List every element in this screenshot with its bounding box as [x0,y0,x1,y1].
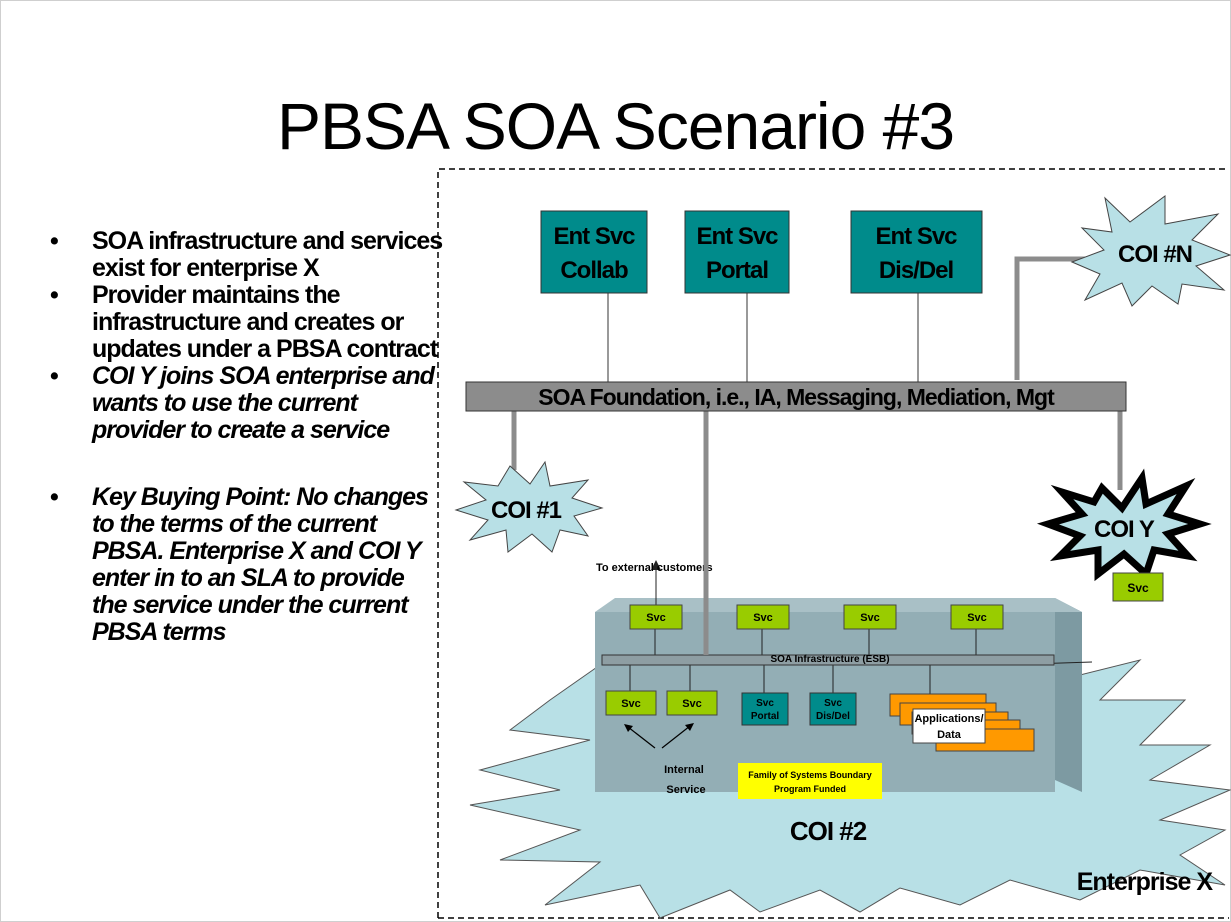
applications-stack: Applications/ Data [889,693,1035,752]
cube-top-services: Svc Svc Svc Svc [629,604,1004,630]
svc-label: Svc [682,698,702,710]
svc-box [843,604,897,630]
svc-portal-line1: Svc [756,698,774,709]
bullet-4: Key Buying Point: No changes to the term… [44,484,444,646]
bullet-2: Provider maintains the infrastructure an… [44,282,444,363]
svc-label: Svc [646,612,666,624]
cube-lower-services: Svc Svc Svc Portal Svc Dis/Del [605,690,857,726]
svc-label: Svc [753,612,773,624]
ent-svc-collab [540,210,648,294]
cube-side [1055,598,1082,792]
enterprise-label: Enterprise X [1077,868,1214,896]
soa-foundation-bar [465,381,1127,412]
esb-label: SOA Infrastructure (ESB) [770,654,889,665]
internal-service-arrows [627,725,691,749]
svc-label: Svc [967,612,987,624]
ent-svc-collab-line1: Ent Svc [553,223,635,250]
svc-box [950,604,1004,630]
slide-title: PBSA SOA Scenario #3 [276,89,955,163]
ent-svc-portal-line1: Ent Svc [696,223,778,250]
coi-y-svc-label: Svc [1127,581,1149,595]
ent-services: Ent Svc Collab Ent Svc Portal Ent Svc Di… [540,210,983,294]
svc-disdel-line1: Svc [824,698,842,709]
coi-2-label: COI #2 [790,816,867,846]
internal-line2: Service [666,784,705,796]
apps-line2: Data [937,729,962,741]
fos-box [738,763,882,799]
svc-box [629,604,683,630]
ent-svc-disdel [850,210,983,294]
internal-svc-box [605,690,657,716]
external-arrowhead [651,560,661,570]
ent-svc-collab-line2: Collab [560,257,628,284]
internal-line1: Internal [664,764,704,776]
ent-svc-portal [684,210,790,294]
arrowhead [624,724,633,732]
apps-line1: Applications/ [914,713,983,725]
coi-y-label: COI Y [1094,516,1155,543]
svc-label: Svc [860,612,880,624]
svc-portal-box [741,692,789,726]
bullet-3: COI Y joins SOA enterprise and wants to … [44,363,444,444]
ent-svc-disdel-line2: Dis/Del [879,257,953,284]
bullet-1: SOA infrastructure and services exist fo… [44,228,444,282]
bullet-list: SOA infrastructure and services exist fo… [44,228,444,646]
gray-pipes [511,256,1123,655]
internal-svc-box [666,690,718,716]
coi-n-burst [1070,195,1231,307]
svc-box [736,604,790,630]
esb-bar [601,654,1055,666]
svc-disdel-box [809,692,857,726]
arrowhead [685,723,694,731]
ent-svc-connectors [607,293,919,382]
ent-svc-portal-line2: Portal [706,257,768,284]
svc-portal-line2: Portal [751,711,780,722]
svc-disdel-line2: Dis/Del [816,711,850,722]
ent-svc-disdel-line1: Ent Svc [875,223,957,250]
svc-label: Svc [621,698,641,710]
soa-foundation-label: SOA Foundation, i.e., IA, Messaging, Med… [538,384,1055,410]
coi-1-label: COI #1 [491,497,562,524]
coi-1-burst [454,460,604,553]
coi-y-svc-box [1112,572,1164,602]
external-label: To external customers [596,562,713,574]
fos-line1: Family of Systems Boundary [748,770,872,780]
coi-n-label: COI #N [1118,241,1192,268]
fos-line2: Program Funded [774,784,846,794]
